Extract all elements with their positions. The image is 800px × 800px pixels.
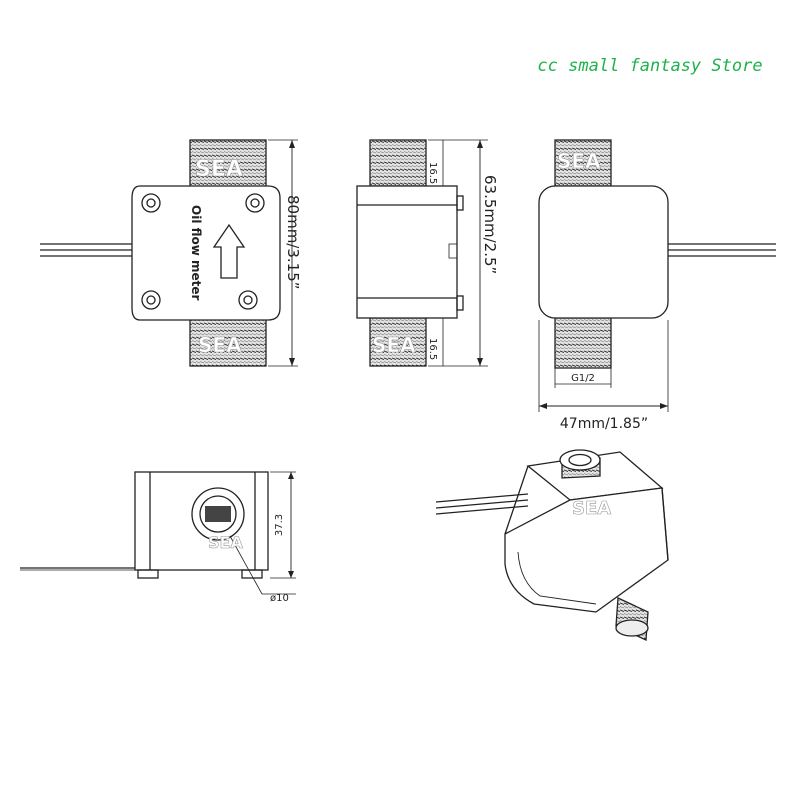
rear-view — [538, 139, 776, 412]
front-height-label: 80mm/3.15” — [284, 195, 302, 290]
side-top-thread — [369, 139, 427, 187]
screw-icon — [141, 290, 161, 310]
store-watermark: cc small fantasy Store — [537, 56, 762, 76]
side-bottom-thread-label: 16.5 — [427, 338, 438, 360]
side-top-thread-label: 16.5 — [427, 162, 438, 184]
front-logo: SEA — [195, 157, 243, 182]
flow-arrow-icon — [212, 223, 246, 279]
iso-logo: SEA — [572, 498, 611, 519]
front-body-label: Oil flow meter — [189, 205, 203, 301]
rear-body — [538, 185, 669, 319]
bottom-view — [20, 471, 296, 595]
rear-width-label: 47mm/1.85” — [560, 416, 648, 432]
rear-logo: SEA — [557, 149, 601, 173]
front-bottom-thread — [189, 317, 267, 367]
side-height-label: 63.5mm/2.5” — [481, 175, 499, 274]
front-view — [40, 139, 298, 367]
side-view — [356, 139, 488, 367]
side-logo: SEA — [372, 333, 416, 357]
bottom-logo: SEA — [208, 533, 243, 552]
screw-icon — [238, 290, 258, 310]
side-body — [356, 185, 458, 319]
rear-bottom-thread — [554, 317, 612, 369]
screw-icon — [141, 193, 161, 213]
front-logo-bottom: SEA — [198, 333, 242, 357]
front-top-thread — [189, 139, 267, 189]
side-bottom-thread — [369, 317, 427, 367]
outlet-port-icon — [191, 487, 245, 541]
front-body — [131, 185, 281, 321]
rear-thread-label: G1/2 — [571, 373, 595, 384]
rear-top-thread — [554, 139, 612, 187]
bottom-height-label: 37.3 — [274, 514, 285, 536]
isometric-view — [435, 449, 669, 641]
bottom-diameter-label: ø10 — [270, 593, 289, 604]
screw-icon — [245, 193, 265, 213]
